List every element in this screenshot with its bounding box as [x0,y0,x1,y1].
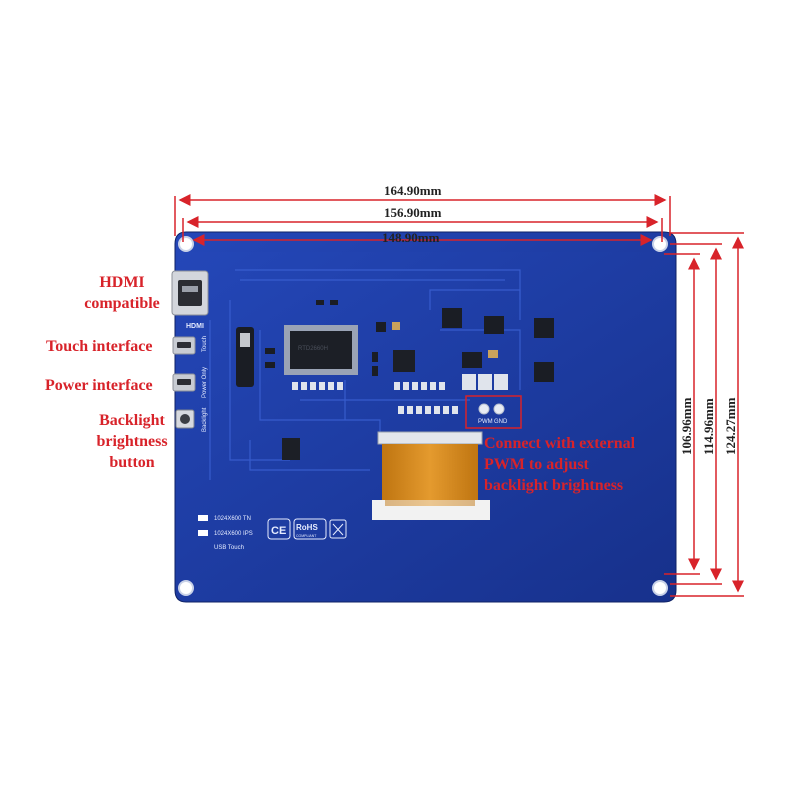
touch-usb-port [172,336,196,355]
backlight-button [175,409,195,429]
label-backlight-line1: Backlight [99,412,165,429]
dim-width-mid: 156.90mm [384,205,442,220]
label-backlight: Backlight brightness button [84,410,180,473]
silk-backlight: Backlight [202,407,208,432]
label-backlight-line2: brightness [96,433,168,450]
svg-text:RTD2660H: RTD2660H [298,346,328,352]
label-pwm-line1: Connect with external [484,435,636,452]
pin-header-row-2 [398,406,458,414]
flex-cable [372,431,490,520]
weee-bin-icon [329,519,347,539]
variant-options [198,515,208,536]
slide-switch [236,327,254,387]
rohs-compliant-text: COMPLIANT [296,534,317,538]
hdmi-port [171,270,209,316]
pin-header-row [292,382,445,390]
bottom-left-chip [282,438,300,460]
label-pwm-line3: backlight brightness [484,477,624,494]
dim-height-outer: 124.27mm [723,397,738,455]
silk-touch: Touch [202,336,208,352]
silk-option-tn: 1024X600 TN [214,516,251,522]
regulator-components [442,308,554,390]
ce-logo: CE [271,525,286,537]
vertical-dimensions [664,232,744,597]
label-hdmi-line2: compatible [84,295,160,312]
pwm-gnd-pads [478,403,505,415]
main-chip: RTD2660H [284,325,358,375]
label-hdmi: HDMI compatible [72,272,172,314]
dim-height-mid: 114.96mm [701,398,716,455]
label-backlight-line3: button [109,454,155,471]
rohs-logo: RoHS [296,523,318,532]
pcb-traces [209,269,521,480]
label-touch-interface: Touch interface [46,338,153,355]
dim-height-inner: 106.96mm [679,397,694,455]
label-hdmi-line1: HDMI [99,274,145,291]
label-pwm-line2: PWM to adjust [484,456,589,473]
silk-gnd: GND [494,419,508,425]
certification-logos: CE RoHS COMPLIANT [267,518,347,540]
silk-hdmi: HDMI [186,323,204,330]
small-components [265,300,400,376]
pwm-highlight-box [465,395,522,429]
label-pwm-note: Connect with external PWM to adjust back… [484,433,635,496]
silk-power-only: Power Only [202,367,208,398]
dim-width-outer: 164.90mm [384,183,442,198]
power-usb-port [172,373,196,392]
silk-option-ips: 1024X600 IPS [214,531,253,537]
dim-width-inner: 148.90mm [382,230,440,245]
secondary-chip [393,350,415,372]
silk-pwm: PWM [478,419,493,425]
pcb-board [174,231,677,603]
label-power-interface: Power interface [45,377,153,394]
horizontal-dimensions [174,194,671,246]
silk-usb-touch: USB Touch [214,545,244,551]
